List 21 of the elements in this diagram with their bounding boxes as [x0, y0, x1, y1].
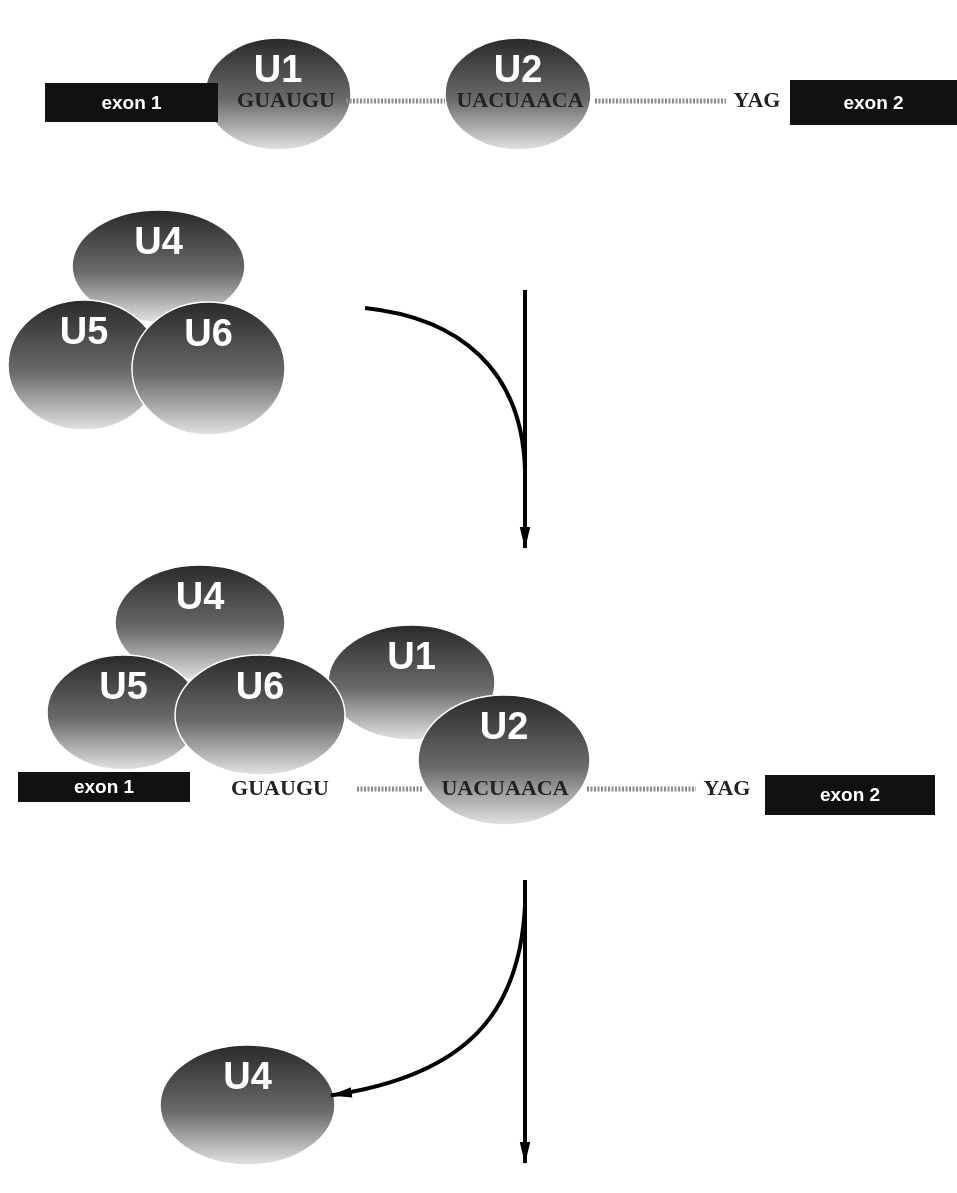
sequence-label: GUAUGU — [231, 775, 329, 801]
snrnp-label: U6 — [184, 312, 233, 355]
intron-line — [595, 98, 726, 104]
snrnp-label: U4 — [223, 1055, 272, 1098]
exon-block: exon 2 — [765, 775, 935, 815]
snrnp-label: U4 — [175, 575, 225, 618]
snrnp-label: U1 — [387, 635, 436, 678]
intron-line — [346, 98, 445, 104]
exon-block: exon 1 — [18, 772, 190, 802]
snrnp-label: U4 — [134, 220, 183, 263]
snrnp-label: U5 — [59, 310, 109, 353]
intron-line — [587, 786, 696, 792]
sequence-label: YAG — [733, 87, 781, 113]
exon-block: exon 2 — [790, 80, 957, 125]
intron-line — [357, 786, 423, 792]
sequence-label: YAG — [703, 775, 751, 801]
exon-block: exon 1 — [45, 83, 218, 122]
sequence-label: UACUAACA — [441, 775, 569, 801]
snrnp-label: U6 — [235, 665, 285, 708]
snrnp-label: U2 — [479, 705, 529, 748]
snrnp-label: U5 — [99, 665, 148, 708]
